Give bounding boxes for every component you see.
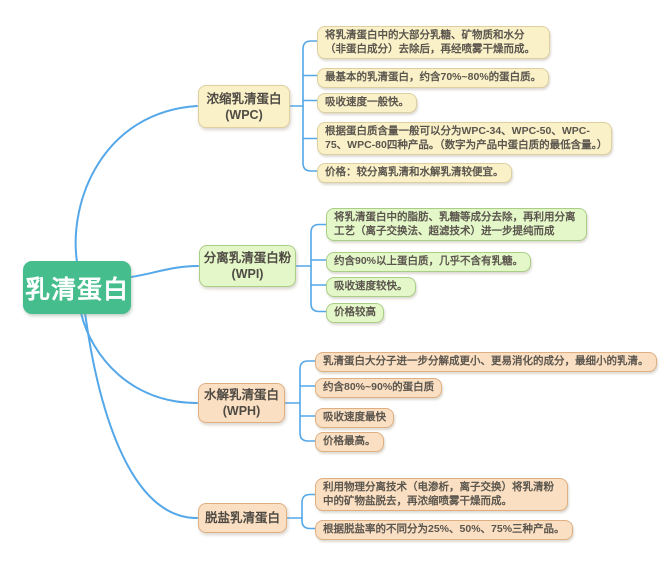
- leaf-wpc-1[interactable]: 将乳清蛋白中的大部分乳糖、矿物质和水分（非蛋白成分）去除后，再经喷雾干燥而成。: [317, 26, 550, 59]
- branch-node-wph[interactable]: 水解乳清蛋白 (WPH): [198, 383, 285, 423]
- branch-node-desalted[interactable]: 脱盐乳清蛋白: [198, 503, 287, 533]
- branch-wpi-label: 分离乳清蛋白粉: [203, 251, 292, 265]
- leaf-wpc-3[interactable]: 吸收速度一般快。: [317, 93, 417, 113]
- leaf-wpi-4[interactable]: 价格较高: [326, 303, 384, 323]
- leaf-wph-4[interactable]: 价格最高。: [315, 432, 384, 452]
- leaf-desalted-1[interactable]: 利用物理分离技术（电渗析，离子交换）将乳清粉中的矿物盐脱去，再浓缩喷雾干燥而成。: [315, 478, 568, 511]
- leaf-wpc-4[interactable]: 根据蛋白质含量一般可以分为WPC-34、WPC-50、WPC-75、WPC-80…: [317, 122, 612, 155]
- branch-wpi-sublabel: (WPI): [231, 267, 264, 281]
- branch-desalted-label: 脱盐乳清蛋白: [204, 511, 280, 525]
- leaf-desalted-2[interactable]: 根据脱盐率的不同分为25%、50%、75%三种产品。: [315, 520, 573, 540]
- leaf-wpi-3[interactable]: 吸收速度较快。: [326, 277, 416, 297]
- leaf-wpc-5[interactable]: 价格：较分离乳清和水解乳清较便宜。: [317, 163, 512, 183]
- leaf-wpc-2[interactable]: 最基本的乳清蛋白，约含70%~80%的蛋白质。: [317, 68, 550, 88]
- connector-root-wpc: [74, 105, 198, 263]
- connector-root-wph: [80, 312, 198, 404]
- root-node[interactable]: 乳清蛋白: [23, 261, 131, 314]
- leaf-wpi-2[interactable]: 约含90%以上蛋白质，几乎不含有乳糖。: [326, 252, 532, 272]
- branch-wph-label: 水解乳清蛋白: [203, 388, 279, 402]
- connector-root-wpi: [130, 265, 199, 278]
- leaf-wph-1[interactable]: 乳清蛋白大分子进一步分解成更小、更易消化的成分，最细小的乳清。: [315, 352, 657, 372]
- branch-wph-sublabel: (WPH): [222, 404, 261, 418]
- leaf-wph-3[interactable]: 吸收速度最快: [315, 408, 394, 428]
- leaf-wpi-1[interactable]: 将乳清蛋白中的脂肪、乳糖等成分去除，再利用分离工艺（离子交换法、超滤技术）进一步…: [326, 208, 587, 241]
- branch-wpc-sublabel: (WPC): [225, 107, 263, 122]
- branch-wpc-label: 浓缩乳清蛋白: [206, 91, 282, 106]
- root-label: 乳清蛋白: [24, 275, 129, 304]
- connector-root-desalted: [84, 312, 198, 519]
- leaf-wph-2[interactable]: 约含80%~90%的蛋白质: [315, 378, 443, 398]
- branch-node-wpc[interactable]: 浓缩乳清蛋白 (WPC): [198, 85, 290, 128]
- branch-node-wpi[interactable]: 分离乳清蛋白粉 (WPI): [199, 245, 296, 287]
